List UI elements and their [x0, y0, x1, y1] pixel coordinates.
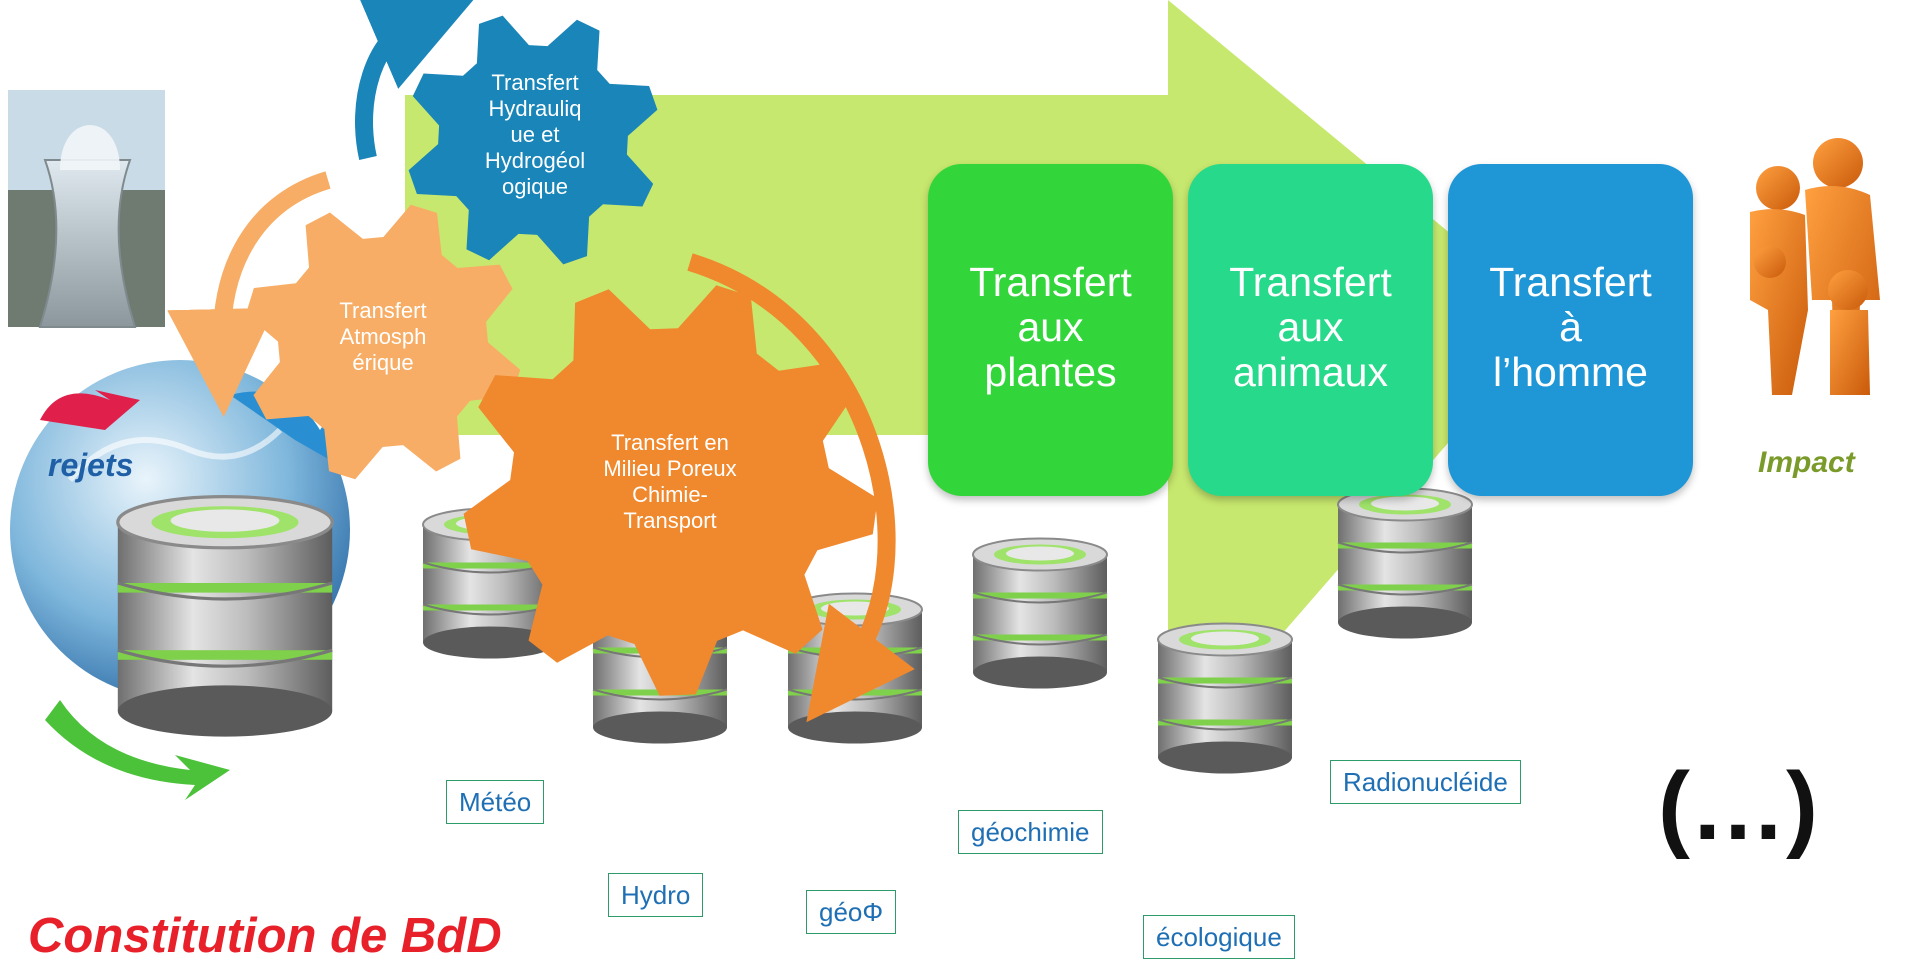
caption-constitution-bdd: Constitution de BdD: [28, 909, 502, 963]
db-label-ecologique: écologique: [1143, 915, 1295, 959]
family-figures-icon: [1750, 138, 1880, 395]
db-label-hydro: Hydro: [608, 873, 704, 917]
db-label-geochimie: géochimie: [958, 810, 1103, 854]
box-transfert-animaux: Transfert aux animaux: [1188, 164, 1433, 496]
gear-label-milieu-poreux: Transfert en Milieu Poreux Chimie- Trans…: [603, 430, 737, 533]
caption-impact: Impact: [1758, 446, 1855, 479]
box-transfert-homme: Transfert à l’homme: [1448, 164, 1693, 496]
hydro-cycle-arrow: [355, 0, 477, 160]
gear-atmospherique: [245, 204, 521, 480]
poreux-cycle-arrow: [687, 253, 915, 723]
db-label-meteo: Météo: [446, 780, 545, 824]
db-label-radionucleide: Radionucléide: [1330, 760, 1521, 804]
atmo-cycle-arrow: [167, 171, 331, 417]
caption-etc: (…): [1658, 753, 1818, 860]
box-transfert-plantes: Transfert aux plantes: [928, 164, 1173, 496]
gear-hydraulique: [408, 15, 658, 265]
cooling-tower-image: [8, 90, 165, 328]
gear-label-atmospherique: Transfert Atmosph érique: [339, 298, 427, 375]
gear-milieu-poreux: [463, 285, 878, 696]
gear-label-hydraulique: Transfert Hydrauliq ue et Hydrogéol ogiq…: [484, 70, 586, 199]
caption-rejets: rejets: [48, 447, 134, 483]
db-label-geophi: géoΦ: [806, 890, 897, 934]
